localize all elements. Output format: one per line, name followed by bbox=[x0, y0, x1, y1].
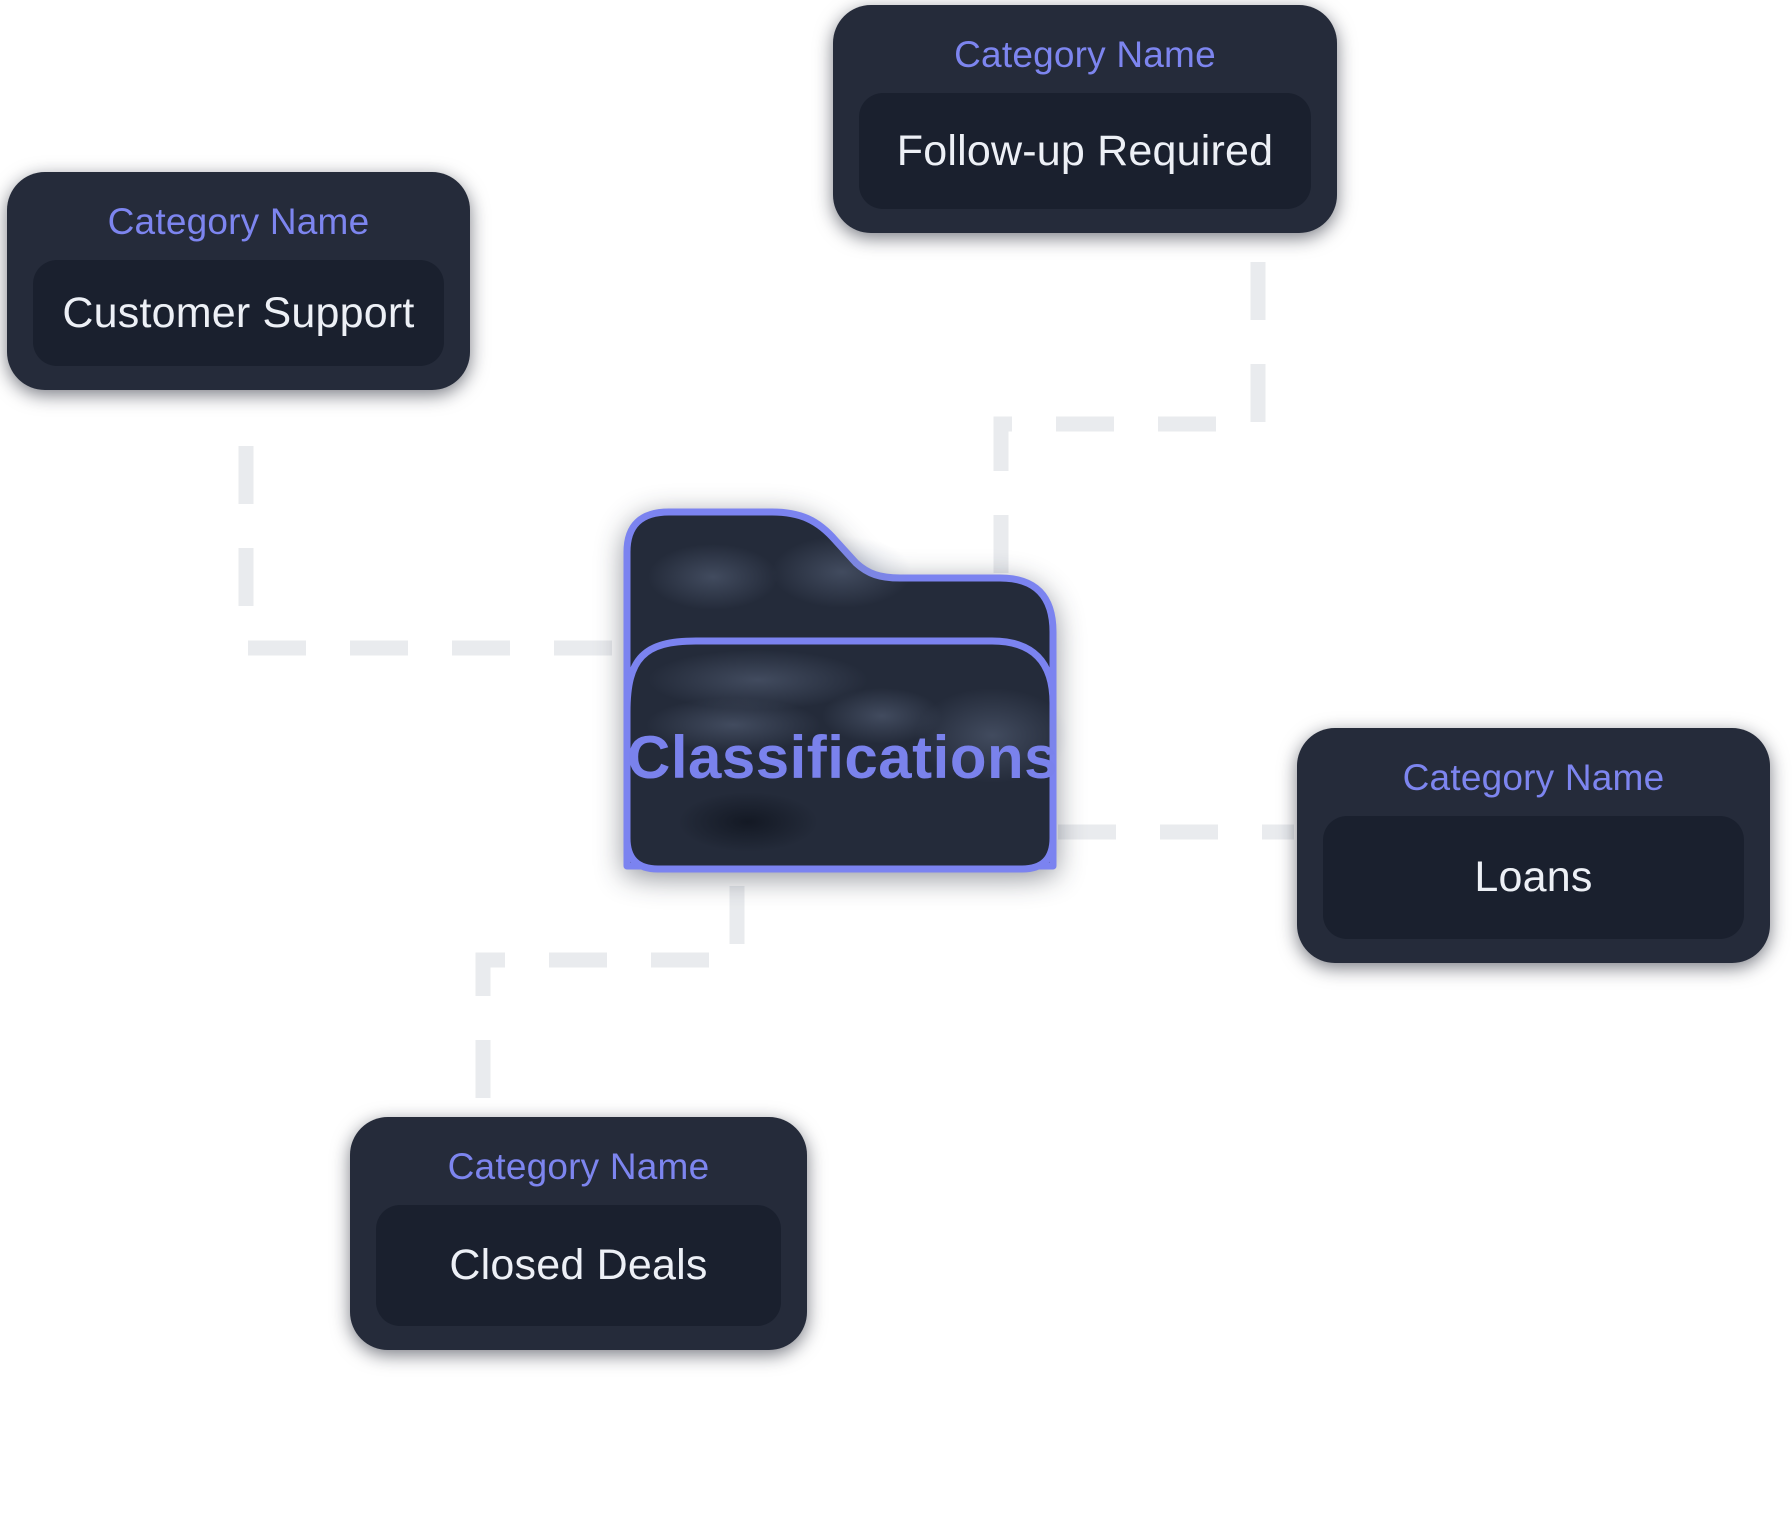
category-value-text: Closed Deals bbox=[449, 1241, 708, 1289]
category-name-label: Category Name bbox=[107, 201, 370, 242]
category-value-text: Loans bbox=[1474, 853, 1593, 901]
category-card-loans: Category Name Loans bbox=[1297, 728, 1770, 963]
category-name-label: Category Name bbox=[954, 34, 1216, 75]
connector-closed-deals bbox=[475, 886, 745, 1114]
connector-customer-support bbox=[238, 446, 624, 656]
category-value-text: Customer Support bbox=[62, 288, 415, 337]
category-value-field: Customer Support bbox=[33, 260, 444, 366]
category-value-field: Closed Deals bbox=[376, 1205, 781, 1326]
category-name-label: Category Name bbox=[447, 1146, 710, 1187]
category-card-closed-deals: Category Name Closed Deals bbox=[350, 1117, 807, 1350]
folder-title: Classifications bbox=[627, 724, 1058, 791]
category-value-text: Follow-up Required bbox=[896, 126, 1274, 175]
category-name-label: Category Name bbox=[1402, 757, 1665, 798]
category-value-field: Loans bbox=[1323, 816, 1744, 939]
category-card-customer-support: Category Name Customer Support bbox=[7, 172, 470, 390]
category-card-follow-up-required: Category Name Follow-up Required bbox=[833, 5, 1337, 233]
category-value-field: Follow-up Required bbox=[859, 93, 1311, 209]
